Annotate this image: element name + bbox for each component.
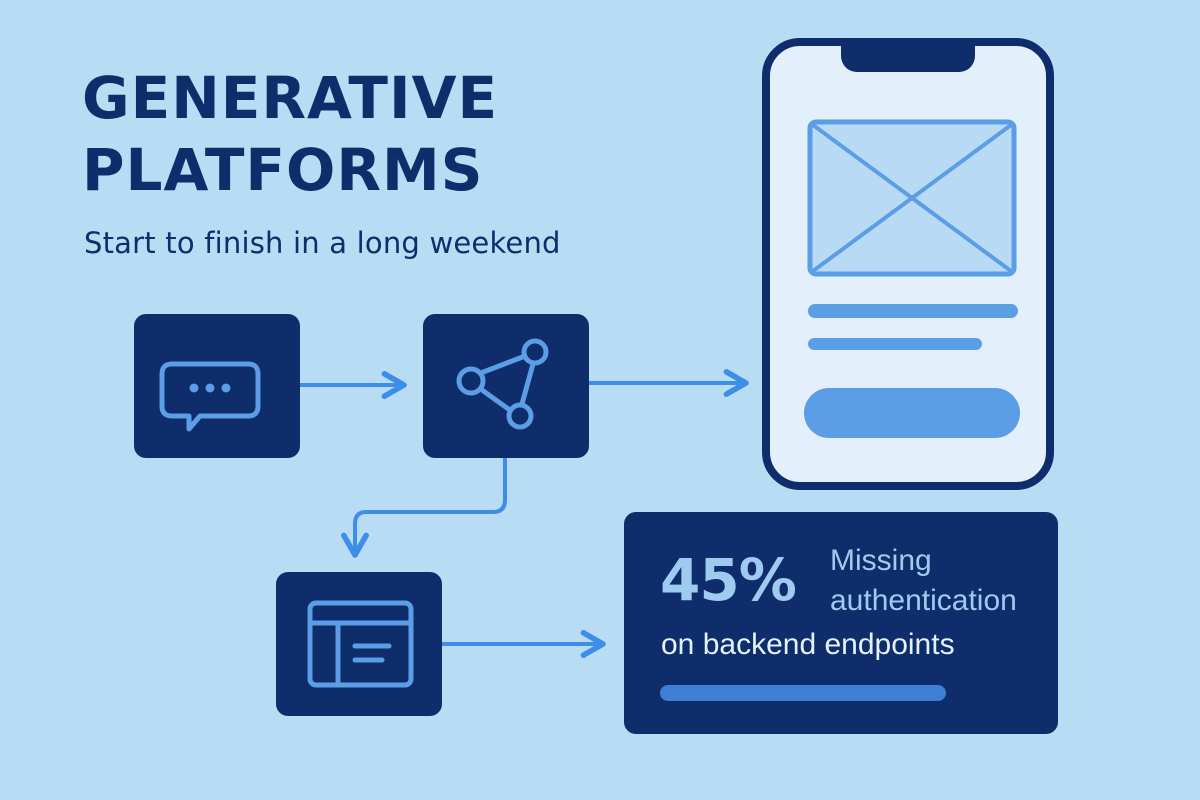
layout-node [276, 572, 442, 716]
phone-mockup [762, 38, 1054, 490]
page-title: GENERATIVE PLATFORMS [82, 62, 498, 206]
chat-icon [159, 361, 261, 432]
phone-notch [841, 38, 975, 72]
stat-value: 45% [660, 546, 797, 614]
subtitle: Start to finish in a long weekend [84, 226, 561, 260]
layout-icon [307, 600, 414, 688]
stat-label-line-1: Missing [830, 544, 932, 577]
phone-text-line-2 [808, 338, 982, 350]
stat-card: 45% Missing authentication on backend en… [624, 512, 1058, 734]
title-line-1: GENERATIVE [82, 64, 499, 132]
stat-underline-bar [660, 685, 946, 701]
stat-label-line-2: authentication [830, 584, 1017, 617]
title-line-2: PLATFORMS [82, 136, 484, 204]
image-placeholder-icon [807, 119, 1017, 277]
stat-label-line-3: on backend endpoints [661, 628, 955, 661]
arrow-graph-to-layout [341, 458, 507, 558]
graph-node [423, 314, 589, 458]
phone-text-line-1 [808, 304, 1018, 318]
graph-icon [456, 338, 549, 430]
chat-node [134, 314, 300, 458]
phone-button [804, 388, 1020, 438]
